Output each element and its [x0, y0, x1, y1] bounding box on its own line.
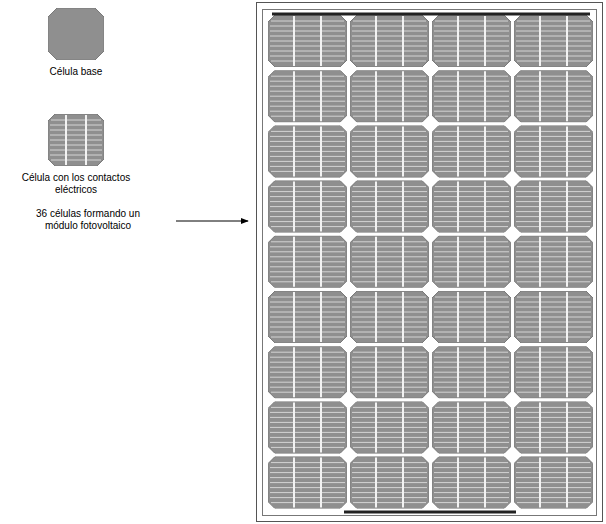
module-cell	[514, 346, 593, 398]
module-cell	[432, 346, 511, 398]
module-cell	[350, 125, 429, 177]
module-cell	[268, 70, 347, 122]
module-cell	[268, 125, 347, 177]
module-cell	[432, 15, 511, 67]
module-cell	[268, 457, 347, 509]
module-cell	[432, 70, 511, 122]
caption-label: Célula base	[16, 66, 136, 78]
module-cell	[432, 401, 511, 453]
module-cell	[514, 181, 593, 233]
module-cell	[432, 457, 511, 509]
module-cell	[514, 291, 593, 343]
module-cell	[268, 15, 347, 67]
module-cell	[350, 401, 429, 453]
caption-label: Célula con los contactos eléctricos	[6, 172, 146, 196]
module-cell	[350, 236, 429, 288]
module-cell	[514, 457, 593, 509]
module-cell	[268, 401, 347, 453]
module-cell	[514, 125, 593, 177]
module-cell	[350, 181, 429, 233]
module-cell	[350, 457, 429, 509]
module-cell	[268, 181, 347, 233]
module-cell	[350, 15, 429, 67]
module-cell	[268, 236, 347, 288]
module-outer-frame	[257, 3, 603, 522]
module-cell	[514, 15, 593, 67]
base-cell	[48, 8, 104, 60]
module-cell	[350, 346, 429, 398]
module-cell	[350, 291, 429, 343]
cell-grid	[268, 15, 593, 509]
module-cell	[350, 70, 429, 122]
module-cell	[514, 70, 593, 122]
module-cell	[432, 125, 511, 177]
caption-label: 36 células formando un módulo fotovoltai…	[24, 208, 152, 232]
module-cell	[432, 236, 511, 288]
top-busbar	[272, 13, 590, 16]
contact-cell	[48, 114, 104, 166]
bottom-busbar	[344, 511, 516, 514]
module-cell	[268, 291, 347, 343]
module-cell	[514, 401, 593, 453]
module-cell	[432, 291, 511, 343]
module-inner-frame	[263, 10, 597, 516]
module-cell	[268, 346, 347, 398]
module-cell	[432, 181, 511, 233]
pointer-arrow	[176, 221, 248, 222]
module-cell	[514, 236, 593, 288]
